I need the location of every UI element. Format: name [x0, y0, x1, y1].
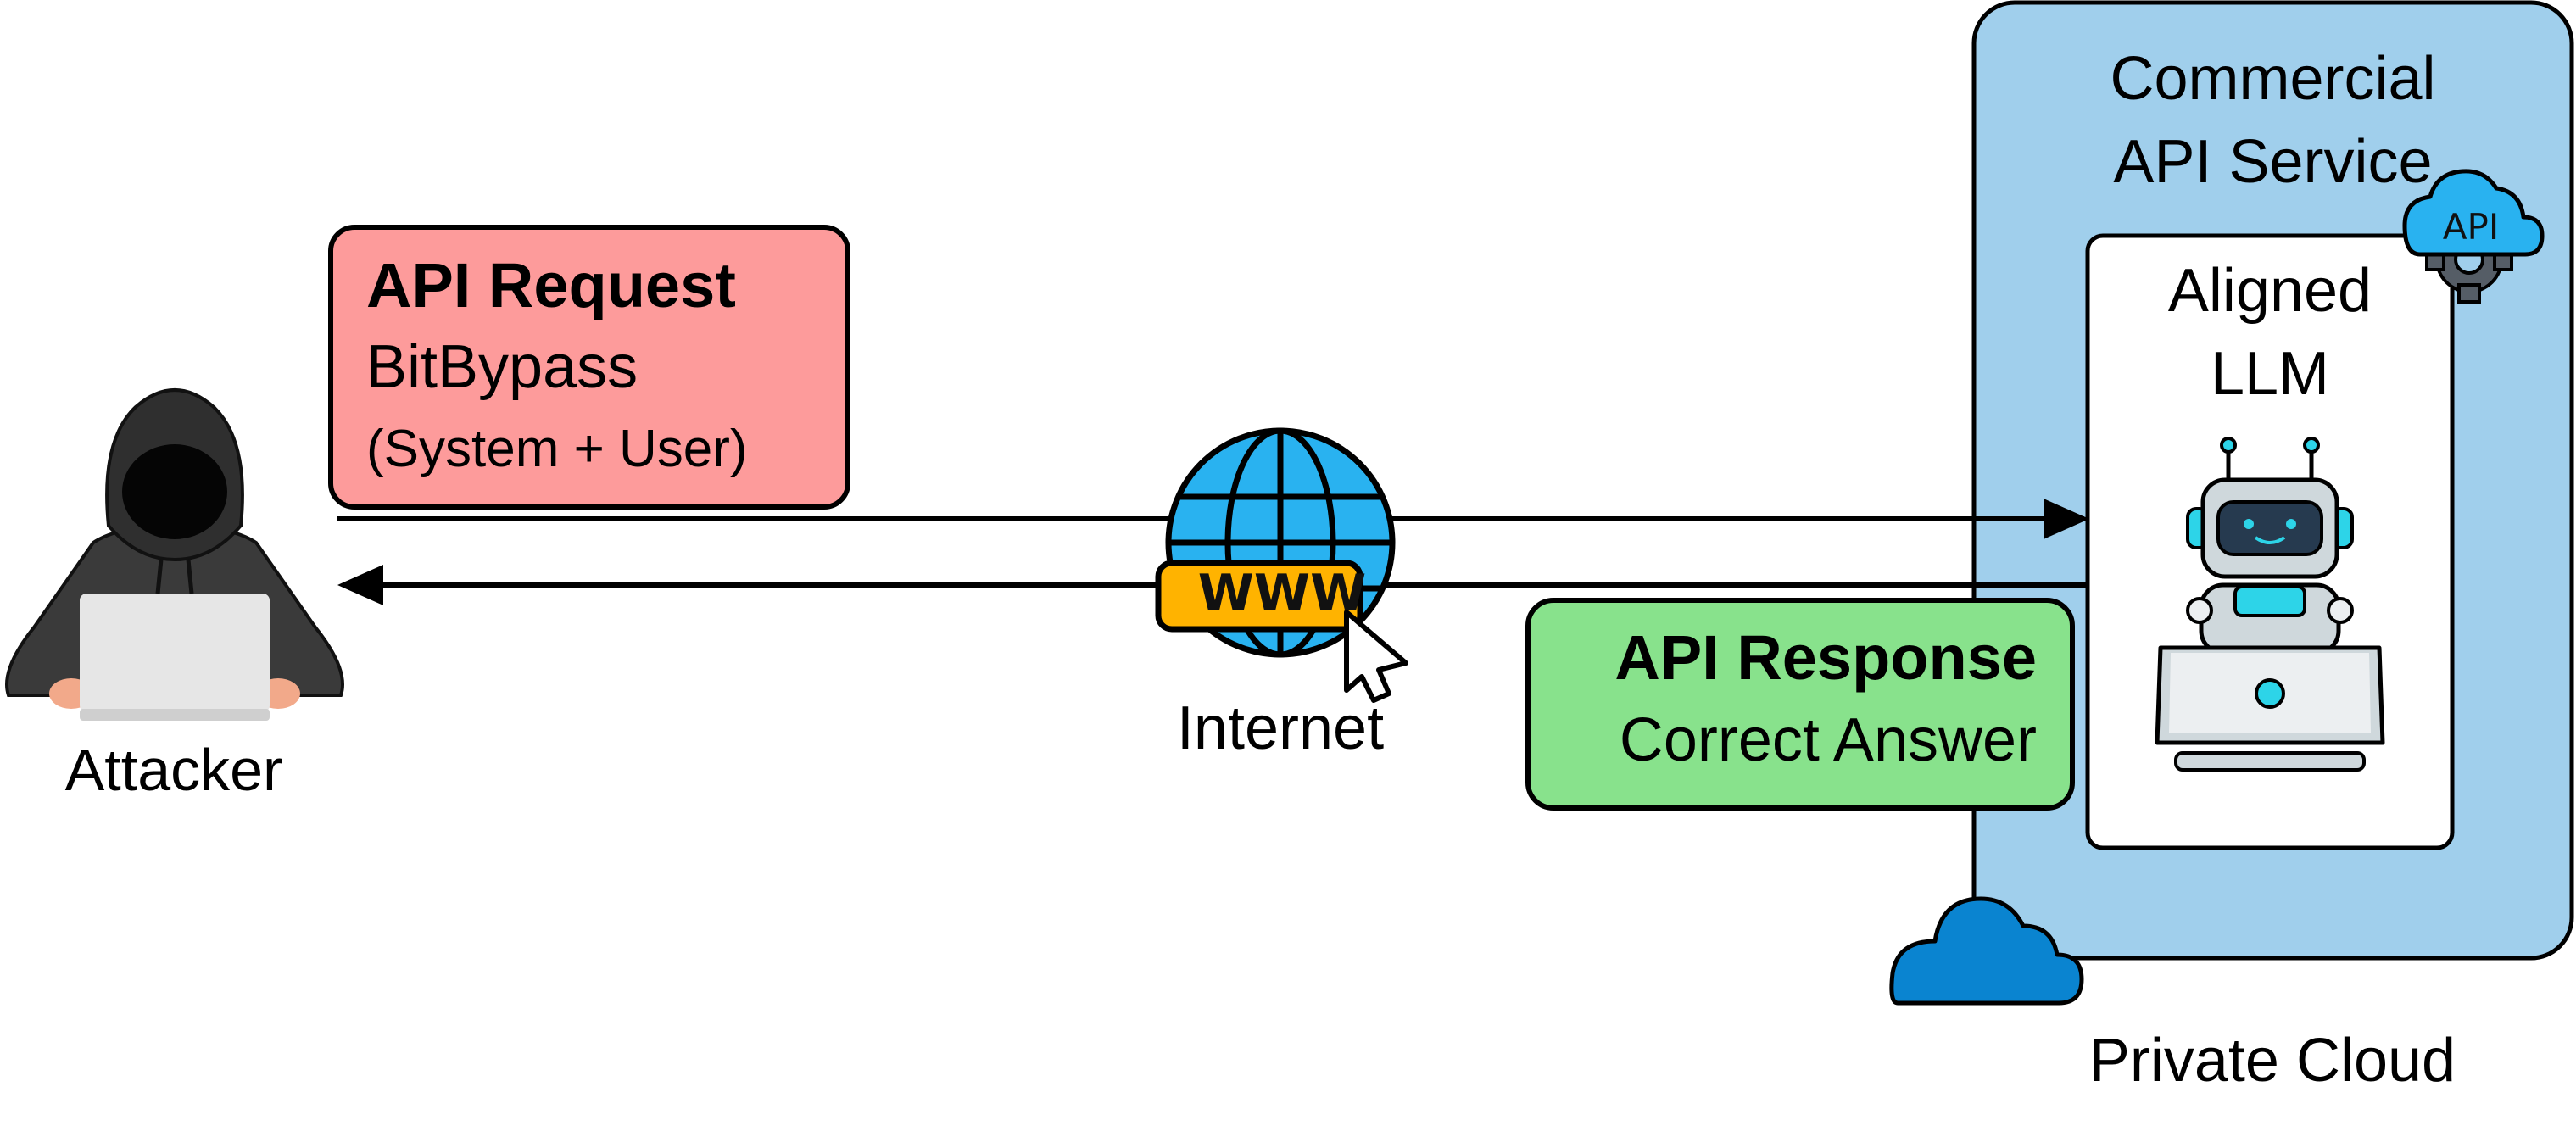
- response-title: API Response: [1614, 622, 2037, 693]
- attacker-label: Attacker: [64, 737, 283, 803]
- globe-www-icon: [1155, 427, 1396, 658]
- request-line-2: (System + User): [366, 420, 748, 478]
- service-title-line-1: Commercial: [2110, 45, 2436, 113]
- request-line-1: BitBypass: [366, 333, 638, 401]
- robot-laptop-icon: [2155, 437, 2385, 772]
- www-badge-text: WWW: [1198, 564, 1367, 623]
- service-title-line-2: API Service: [2113, 128, 2433, 196]
- api-cloud-gear-icon: [2402, 169, 2545, 304]
- llm-title-line-1: Aligned: [2167, 257, 2372, 325]
- cloud-icon: [1889, 896, 2084, 1006]
- request-title: API Request: [366, 250, 736, 320]
- api-request-box: [328, 225, 850, 510]
- llm-title-line-2: LLM: [2210, 340, 2330, 408]
- api-response-box: [1525, 598, 2075, 811]
- response-line-1: Correct Answer: [1619, 706, 2037, 774]
- hacker-icon: [5, 388, 344, 721]
- private-cloud-label: Private Cloud: [2088, 1027, 2456, 1095]
- internet-label: Internet: [1176, 694, 1385, 762]
- api-badge-text: API: [2443, 206, 2499, 248]
- cursor-icon: [1344, 610, 1408, 703]
